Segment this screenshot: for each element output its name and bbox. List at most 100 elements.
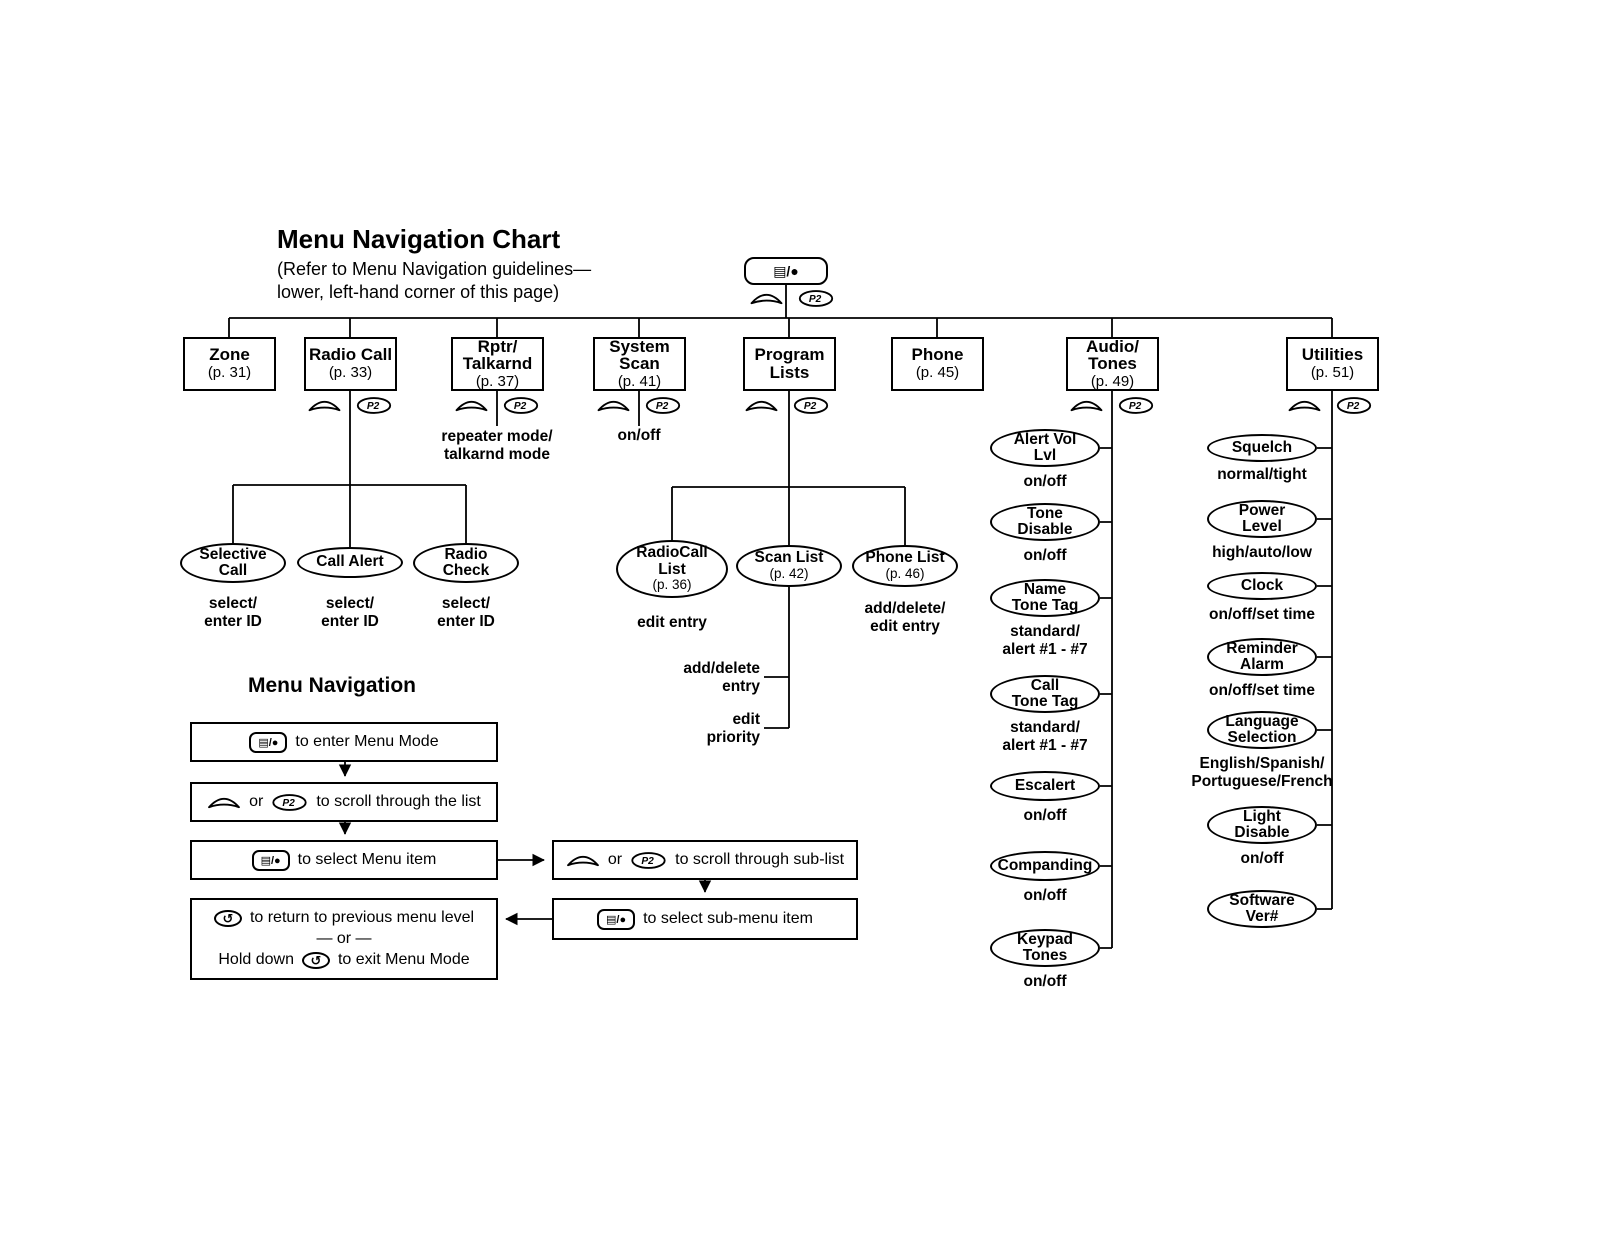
note-reminder-alarm: on/off/set time <box>1209 682 1315 699</box>
p2-button-icon: P2 <box>1118 396 1155 415</box>
submenu-label: RadioCall List <box>636 544 708 578</box>
submenu-label: Alert Vol Lvl <box>1013 430 1077 464</box>
submenu-label: Name Tone Tag <box>1011 580 1079 614</box>
submenu-companding: Companding <box>990 851 1100 881</box>
submenu-scan-list: Scan List (p. 42) <box>736 545 842 587</box>
menu-item-label: Program Lists <box>754 345 825 382</box>
menu-item-page: (p. 33) <box>328 364 373 382</box>
guide-step-enter-menu: ▤/● to enter Menu Mode <box>190 722 498 762</box>
submenu-label: Clock <box>1240 576 1284 594</box>
submenu-label: Squelch <box>1231 438 1293 456</box>
submenu-label: Light Disable <box>1234 807 1290 841</box>
submenu-light-disable: Light Disable <box>1207 806 1317 844</box>
submenu-page: (p. 36) <box>652 577 692 592</box>
p2-button-icon: P2 <box>645 396 682 415</box>
menu-item-label: Zone <box>209 345 250 365</box>
submenu-label: Call Tone Tag <box>1011 676 1079 710</box>
guide-text: to enter Menu Mode <box>295 733 439 750</box>
submenu-page: (p. 42) <box>769 565 809 581</box>
submenu-power-level: Power Level <box>1207 500 1317 538</box>
note-system-scan: on/off <box>617 427 661 444</box>
menu-item-page: (p. 37) <box>475 373 520 391</box>
submenu-reminder-alarm: Reminder Alarm <box>1207 638 1317 676</box>
note-clock: on/off/set time <box>1209 606 1315 623</box>
note-light-disable: on/off <box>1240 850 1284 867</box>
menu-item-rptr-talkarnd: Rptr/ Talkarnd (p. 37) <box>451 337 544 391</box>
rptr-scroll-buttons: P2 <box>455 396 540 415</box>
submenu-label: Phone List <box>865 549 945 567</box>
note-call-tone-tag: standard/ alert #1 - #7 <box>1002 719 1088 754</box>
submenu-radio-check: Radio Check <box>413 543 519 583</box>
guide-text: or <box>249 793 264 810</box>
back-button-icon: ↺ <box>301 951 330 969</box>
guide-text: to select sub-menu item <box>643 910 813 927</box>
menu-item-page: (p. 51) <box>1310 364 1355 382</box>
guide-heading: Menu Navigation <box>248 674 417 697</box>
menu-item-program-lists: Program Lists <box>743 337 836 391</box>
svg-text:P2: P2 <box>283 798 296 809</box>
svg-text:P2: P2 <box>1129 401 1142 412</box>
submenu-label: Escalert <box>1014 776 1076 794</box>
p2-button-icon: P2 <box>356 396 393 415</box>
submenu-alert-vol-lvl: Alert Vol Lvl <box>990 429 1100 467</box>
menu-item-label: Radio Call <box>308 345 393 365</box>
menu-button-icon: ▤/● <box>744 257 828 285</box>
submenu-phone-list: Phone List (p. 46) <box>852 545 958 587</box>
svg-text:P2: P2 <box>656 401 669 412</box>
scroll-rocker-icon <box>745 398 779 413</box>
note-call-alert: select/ enter ID <box>321 595 379 630</box>
back-button-icon: ↺ <box>213 909 242 927</box>
scroll-rocker-icon <box>750 291 784 306</box>
guide-text: to scroll through sub-list <box>675 851 845 868</box>
submenu-software-ver: Software Ver# <box>1207 890 1317 928</box>
scroll-rocker-icon <box>1288 398 1322 413</box>
p2-button-icon: P2 <box>793 396 830 415</box>
note-escalert: on/off <box>1023 807 1067 824</box>
submenu-label: Companding <box>997 856 1093 874</box>
svg-text:P2: P2 <box>367 401 380 412</box>
note-rptr-modes: repeater mode/ talkarnd mode <box>441 428 553 463</box>
submenu-call-alert: Call Alert <box>297 547 403 578</box>
menu-item-label: Utilities <box>1301 345 1364 365</box>
guide-text: Hold down <box>218 951 294 968</box>
page-title: Menu Navigation Chart <box>277 224 561 254</box>
program-lists-scroll-buttons: P2 <box>745 396 830 415</box>
note-radiocall-list: edit entry <box>637 614 707 631</box>
p2-button-icon: P2 <box>503 396 540 415</box>
guide-text: to scroll through the list <box>316 793 481 810</box>
menu-item-page: (p. 31) <box>207 364 252 382</box>
note-edit-priority: edit priority <box>706 711 760 746</box>
note-keypad-tones: on/off <box>1023 973 1067 990</box>
submenu-page: (p. 46) <box>885 565 925 581</box>
svg-text:P2: P2 <box>804 401 817 412</box>
guide-step-scroll-list: or P2 to scroll through the list <box>190 782 498 822</box>
submenu-tone-disable: Tone Disable <box>990 503 1100 541</box>
note-radio-check: select/ enter ID <box>437 595 495 630</box>
submenu-label: Keypad Tones <box>1017 930 1073 964</box>
menu-item-page: (p. 41) <box>617 373 662 391</box>
note-selective-call: select/ enter ID <box>204 595 262 630</box>
back-button-glyph: ↺ <box>310 952 322 968</box>
submenu-label: Reminder Alarm <box>1226 639 1298 673</box>
submenu-label: Power Level <box>1238 501 1286 535</box>
menu-item-label: Rptr/ Talkarnd <box>462 336 533 374</box>
submenu-escalert: Escalert <box>990 771 1100 801</box>
guide-text: to select Menu item <box>297 851 437 868</box>
guide-line-exit: Hold down ↺ to exit Menu Mode <box>218 951 470 969</box>
scroll-rocker-icon <box>566 853 600 868</box>
submenu-name-tone-tag: Name Tone Tag <box>990 579 1100 617</box>
guide-step-select-submenu: ▤/● to select sub-menu item <box>552 898 858 940</box>
note-companding: on/off <box>1023 887 1067 904</box>
guide-text: to return to previous menu level <box>249 909 475 926</box>
audio-tones-scroll-buttons: P2 <box>1070 396 1155 415</box>
system-scan-scroll-buttons: P2 <box>597 396 682 415</box>
note-language-selection: English/Spanish/ Portuguese/French <box>1191 755 1333 790</box>
menu-item-system-scan: System Scan (p. 41) <box>593 337 686 391</box>
menu-item-phone: Phone (p. 45) <box>891 337 984 391</box>
menu-item-radio-call: Radio Call (p. 33) <box>304 337 397 391</box>
p2-button-icon: P2 <box>630 851 667 870</box>
submenu-call-tone-tag: Call Tone Tag <box>990 675 1100 713</box>
scroll-rocker-icon <box>455 398 489 413</box>
submenu-label: Call Alert <box>316 553 384 571</box>
submenu-selective-call: Selective Call <box>180 543 286 583</box>
